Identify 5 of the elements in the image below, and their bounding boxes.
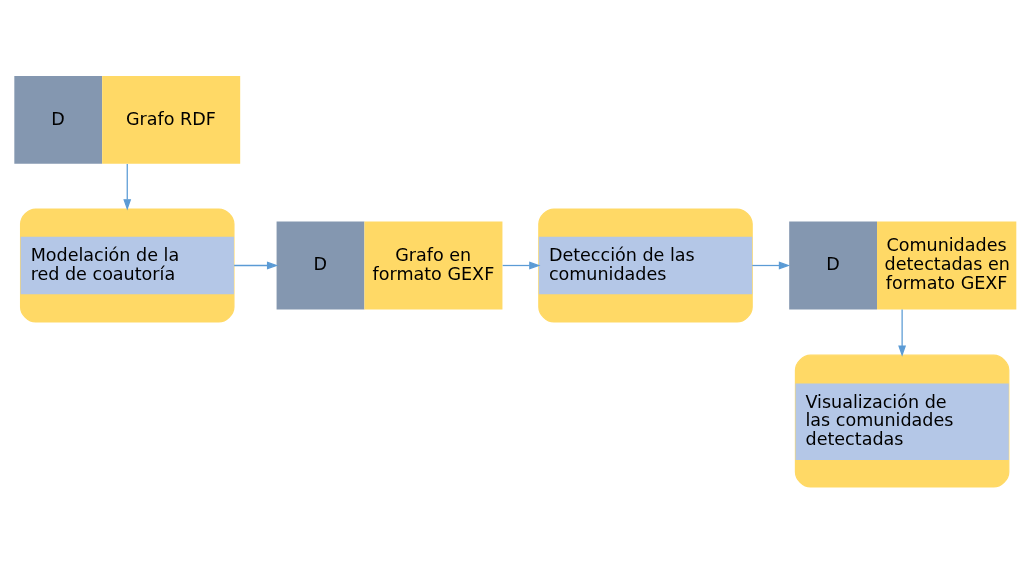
arrow xyxy=(897,308,906,357)
arrow xyxy=(501,261,540,270)
arrow xyxy=(751,261,790,270)
arrow xyxy=(122,163,131,211)
arrow xyxy=(233,261,278,270)
